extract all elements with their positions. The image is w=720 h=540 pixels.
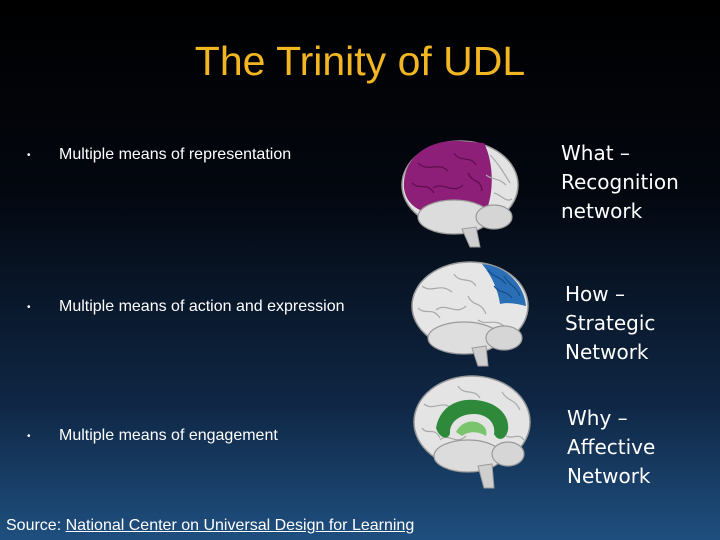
bullet-icon: • bbox=[27, 302, 31, 313]
brain-affective-icon bbox=[413, 375, 531, 489]
bullet-icon: • bbox=[27, 431, 31, 442]
brain-recognition-icon bbox=[401, 140, 519, 248]
row-text-representation: Multiple means of representation bbox=[59, 146, 292, 163]
network-line: Network bbox=[565, 340, 649, 364]
slide-title: The Trinity of UDL bbox=[194, 38, 526, 84]
affective-network-label: Why – Affective Network bbox=[567, 404, 655, 491]
strategic-network-label: How – Strategic Network bbox=[565, 280, 655, 367]
recognition-network-label: What – Recognition network bbox=[561, 139, 679, 226]
network-line: Network bbox=[567, 464, 651, 488]
bullet-icon: • bbox=[27, 150, 31, 161]
network-line: network bbox=[561, 199, 643, 223]
network-line: What – bbox=[561, 141, 630, 165]
network-line: Affective bbox=[567, 435, 656, 459]
row-text-action-expression: Multiple means of action and expression bbox=[59, 298, 345, 315]
network-line: Strategic bbox=[565, 311, 656, 335]
source-link[interactable]: National Center on Universal Design for … bbox=[65, 517, 415, 534]
network-line: Why – bbox=[567, 406, 628, 430]
source-citation: Source: National Center on Universal Des… bbox=[6, 517, 414, 535]
brain-strategic-icon bbox=[411, 261, 529, 367]
source-label: Source: bbox=[6, 517, 66, 534]
row-text-engagement: Multiple means of engagement bbox=[59, 427, 278, 444]
network-line: How – bbox=[565, 282, 625, 306]
network-line: Recognition bbox=[561, 170, 679, 194]
